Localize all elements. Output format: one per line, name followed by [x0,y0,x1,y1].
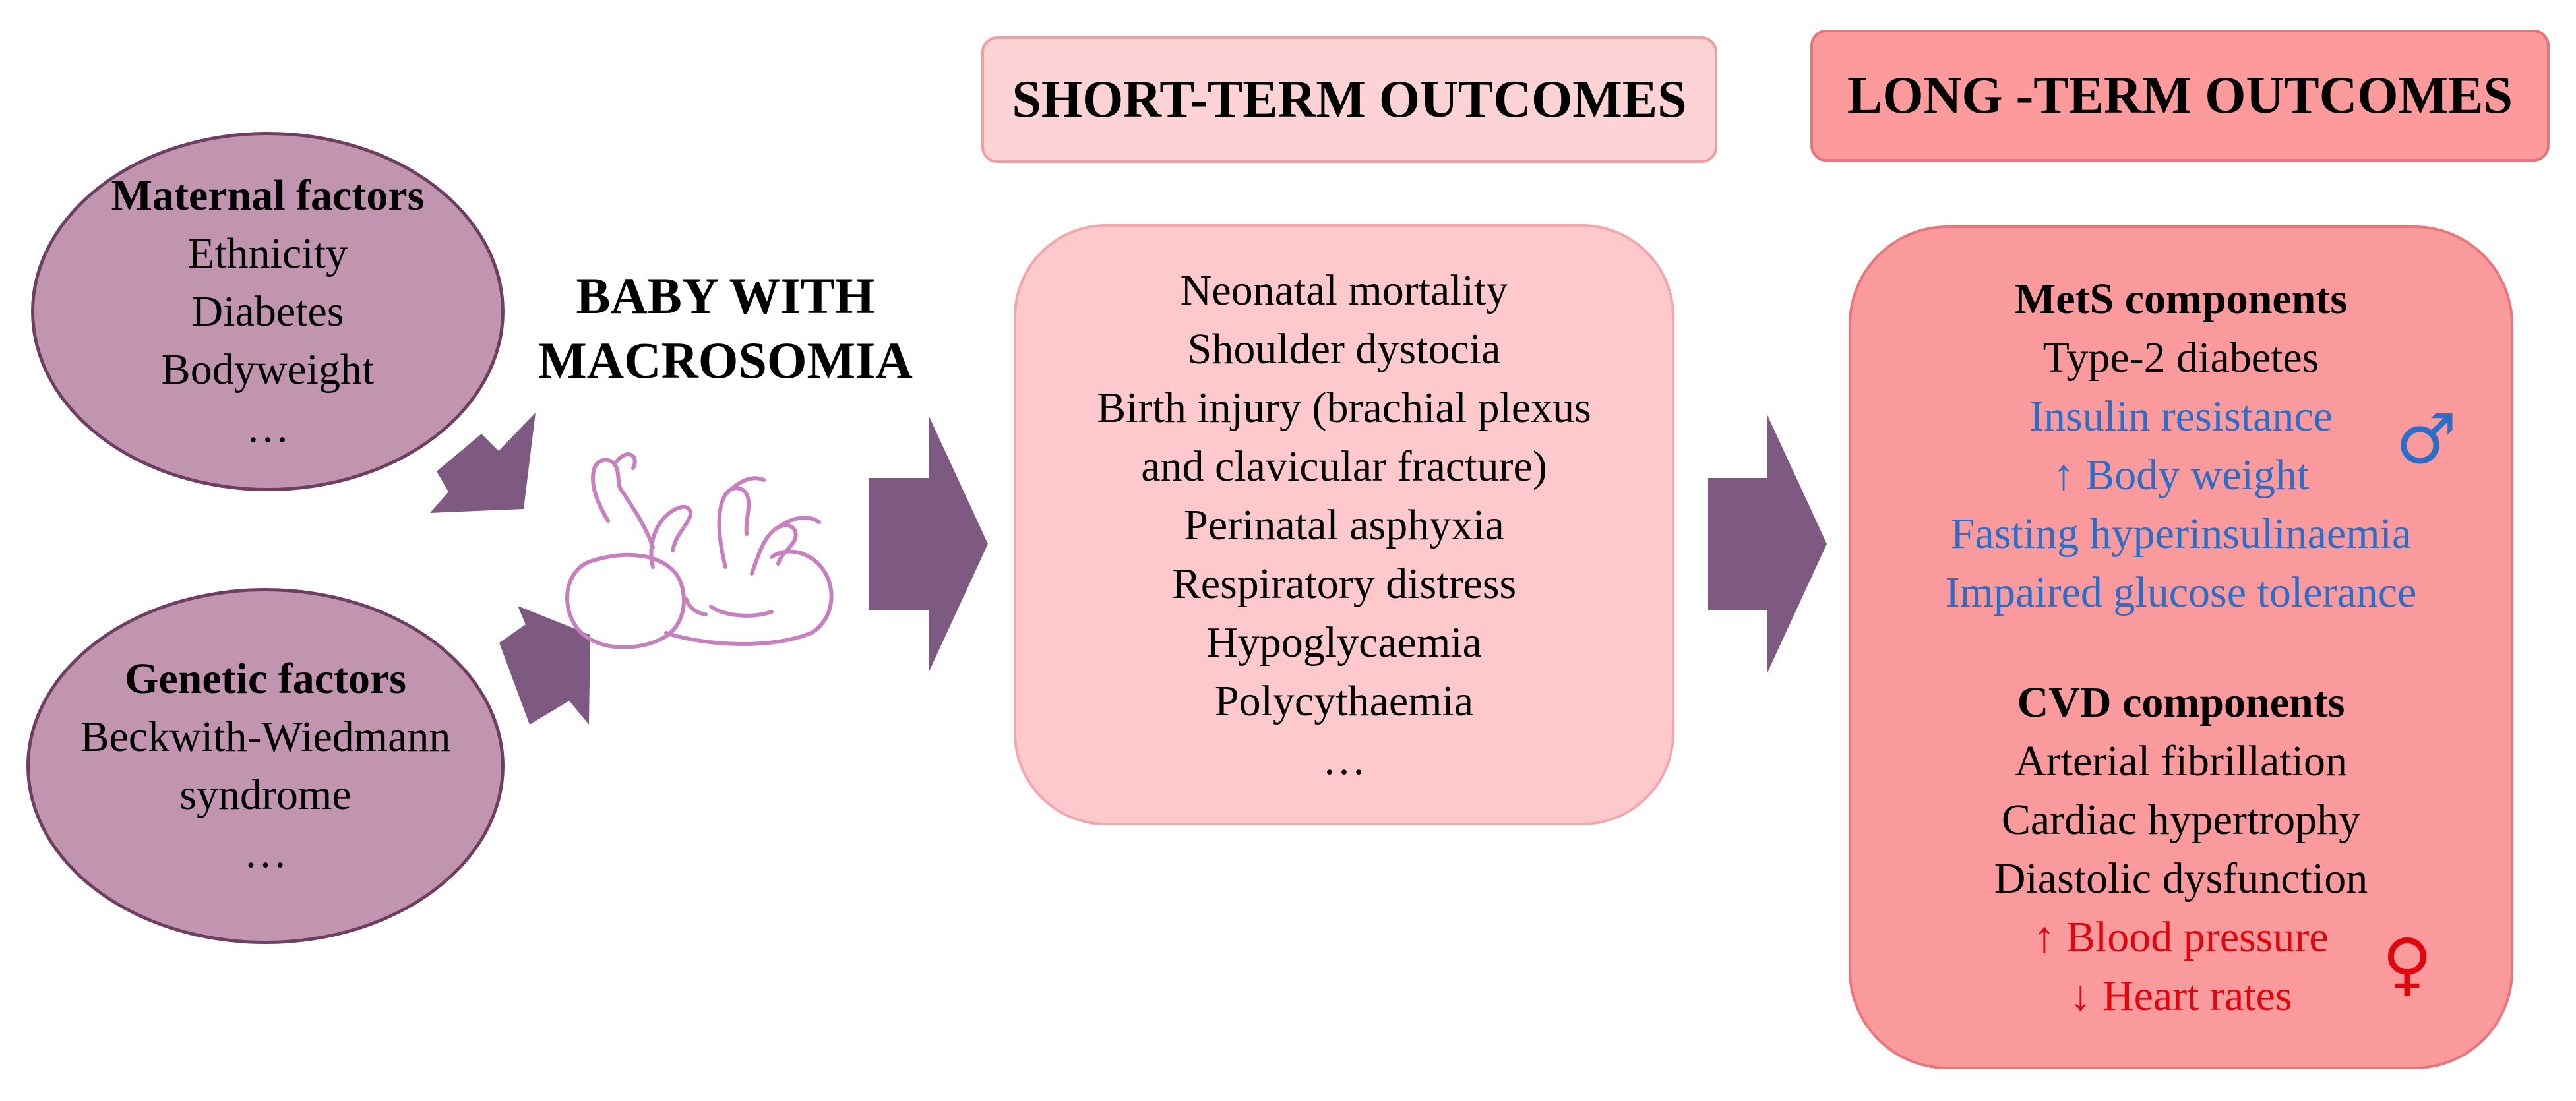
genetic-factor-item: Beckwith-Wiedmann [80,713,451,761]
maternal-factor-item: Diabetes [191,287,344,336]
baby-title-line: MACROSOMIA [538,332,913,389]
male-symbol-icon: ♂ [2395,399,2457,479]
maternal-factor-item: … [246,403,290,452]
genetic-factors-ellipse: Genetic factors Beckwith-Wiedmann syndro… [26,588,505,944]
mets-male-item: ↑ Body weight [2052,451,2310,499]
baby-title: BABY WITH MACROSOMIA [462,264,989,393]
maternal-factors-title: Maternal factors [111,171,425,220]
short-term-item: Birth injury (brachial plexus [1097,383,1591,432]
mets-male-item: Fasting hyperinsulinaemia [1950,510,2412,558]
short-term-item: Respiratory distress [1171,559,1517,608]
genetic-arrow-icon [499,606,590,725]
mets-title: MetS components [2014,275,2348,323]
short-term-item: Neonatal mortality [1180,266,1508,314]
genetic-factor-item: syndrome [179,771,352,819]
maternal-arrow-icon [430,413,536,513]
short-term-item: Polycythaemia [1214,676,1474,725]
arrow-to-long-term-icon [1708,415,1827,672]
arrow-to-short-term-icon [869,415,988,672]
cvd-female-item: ↑ Blood pressure [2033,913,2329,961]
mets-item: Type-2 diabetes [2042,334,2319,382]
cvd-title: CVD components [2017,678,2345,727]
genetic-factors-title: Genetic factors [125,655,406,703]
cvd-item: Cardiac hypertrophy [2001,796,2361,844]
female-symbol-icon: ♀ [2382,924,2433,1004]
maternal-factor-item: Ethnicity [188,229,348,278]
mets-male-item: Insulin resistance [2029,392,2333,440]
cvd-item: Arterial fibrillation [2015,737,2347,785]
short-term-item: … [1322,735,1366,784]
short-term-item: Shoulder dystocia [1187,324,1501,373]
cvd-item: Diastolic dysfunction [1994,854,2368,903]
short-term-item: and clavicular fracture) [1141,442,1547,491]
short-term-item: Perinatal asphyxia [1184,500,1504,549]
mets-male-item: Impaired glucose tolerance [1945,568,2417,616]
long-term-outcomes-panel: MetS components Type-2 diabetes Insulin … [1849,225,2513,1069]
maternal-factor-item: Bodyweight [161,345,375,394]
cvd-female-item: ↓ Heart rates [2070,972,2292,1020]
baby-icon [565,452,834,649]
short-term-item: Hypoglycaemia [1206,618,1482,667]
genetic-factor-item: … [243,829,288,877]
maternal-factors-ellipse: Maternal factors Ethnicity Diabetes Body… [31,132,505,491]
long-term-header: LONG -TERM OUTCOMES [1810,30,2550,162]
short-term-outcomes-panel: Neonatal mortality Shoulder dystocia Bir… [1014,224,1674,825]
baby-title-line: BABY WITH [576,267,875,324]
short-term-header: SHORT-TERM OUTCOMES [981,36,1717,163]
